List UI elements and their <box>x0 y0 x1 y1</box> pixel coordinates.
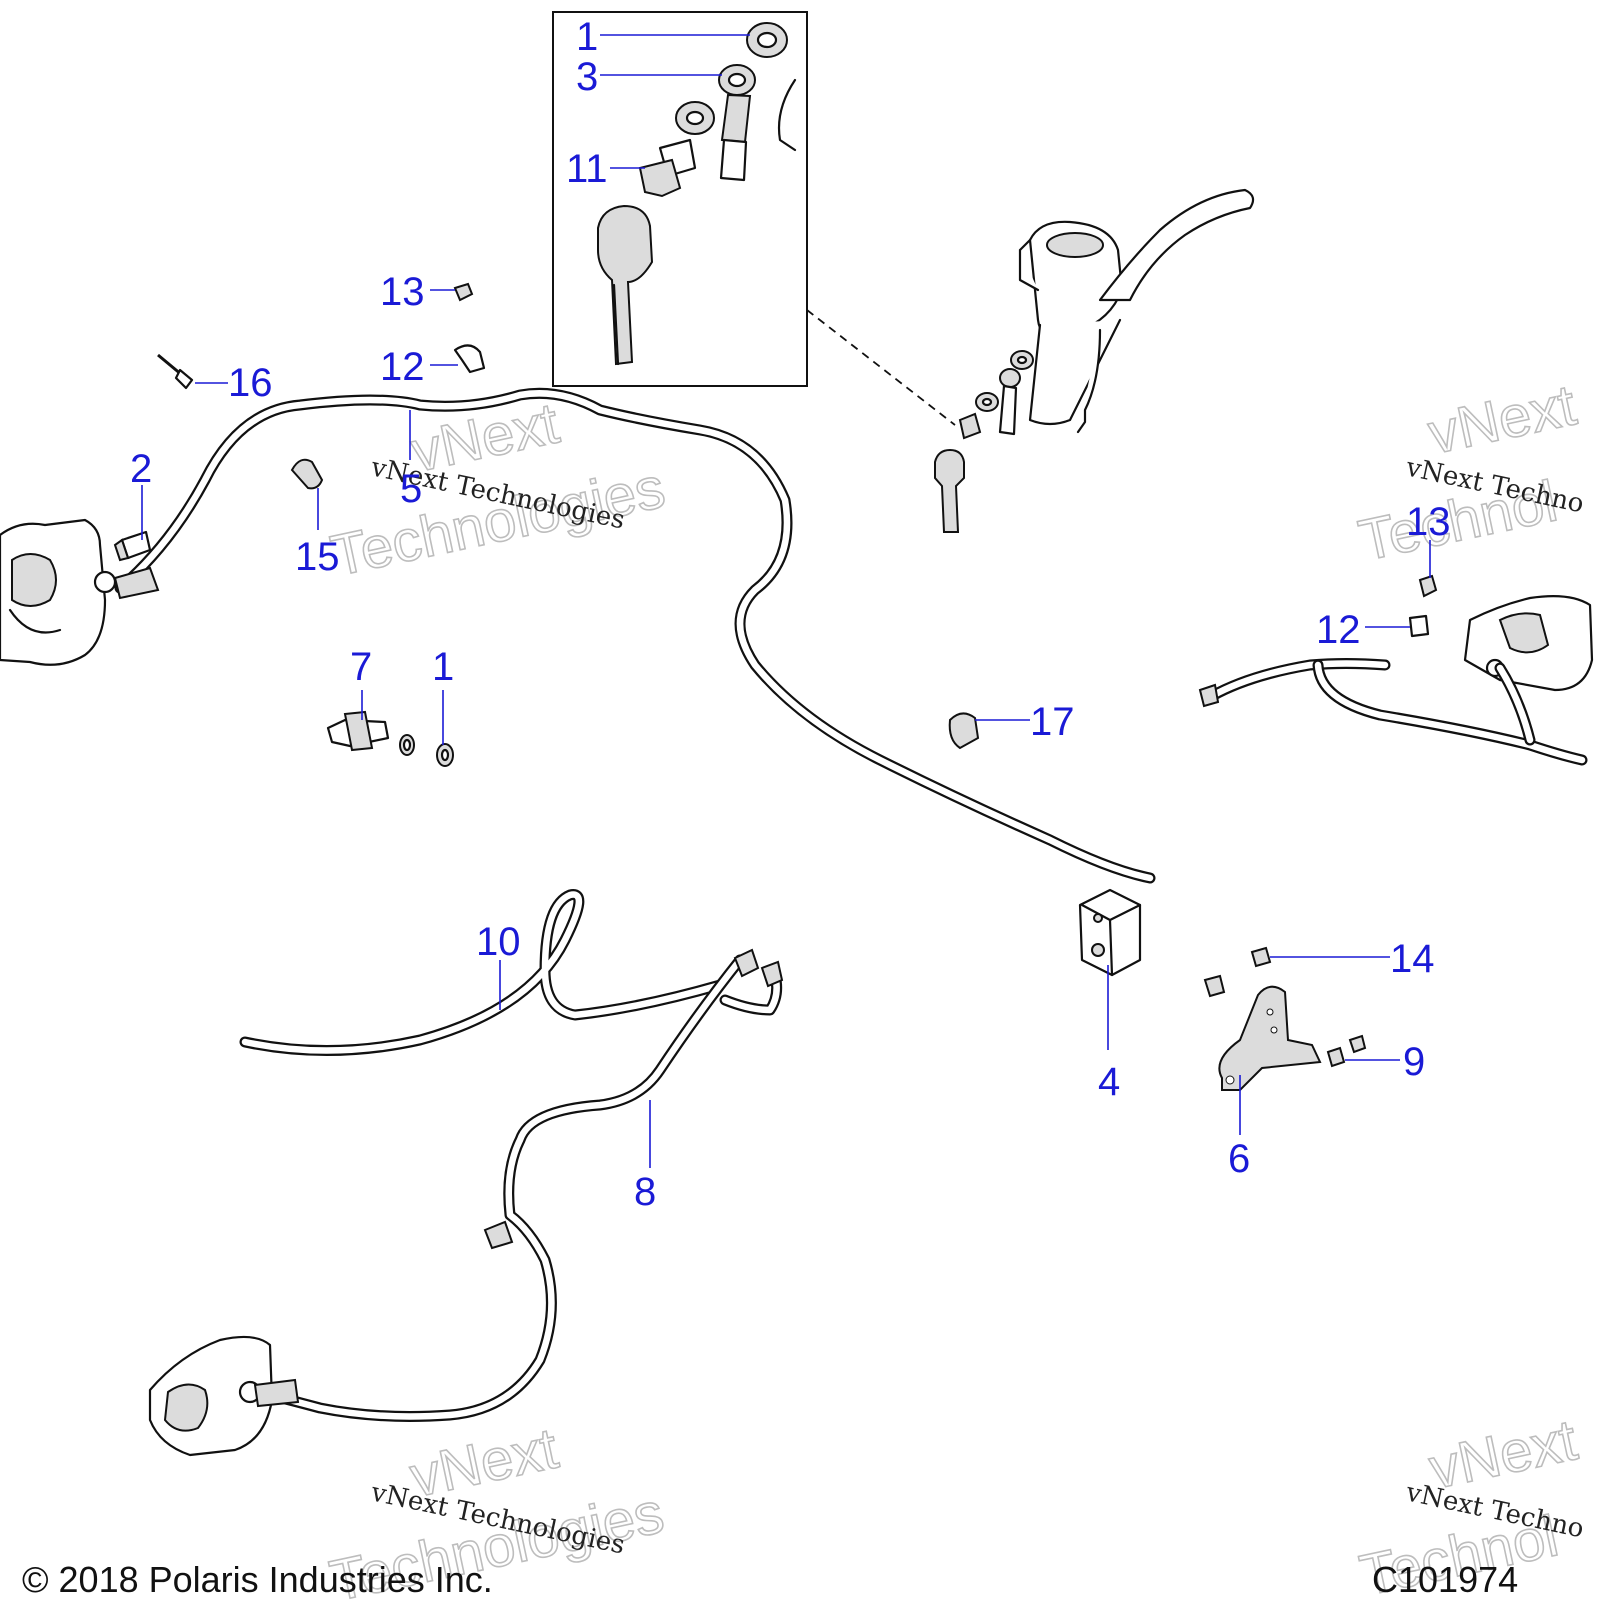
inset-banjo-fitting <box>718 64 756 182</box>
callout-12-right: 12 <box>1316 608 1361 652</box>
detail-inset <box>552 11 808 387</box>
left-caliper-lower <box>148 1335 300 1457</box>
bolt-9-a <box>1348 1034 1367 1054</box>
callout-10: 10 <box>476 920 521 964</box>
clamp-12-top <box>453 344 486 374</box>
banjo-bolt-2 <box>113 530 152 562</box>
vent-line-10 <box>239 889 726 1056</box>
figure-id: C101974 <box>1372 1559 1518 1600</box>
rear-brake-line-8 <box>264 948 784 1422</box>
right-brake-line <box>1198 658 1588 766</box>
callout-11: 11 <box>566 147 608 191</box>
callout-3: 3 <box>576 55 598 99</box>
bar-curve <box>777 78 797 152</box>
washer-small-a <box>399 734 415 756</box>
bracket-6 <box>1218 985 1322 1091</box>
callout-2: 2 <box>130 447 152 491</box>
callout-12-top: 12 <box>380 345 425 389</box>
right-caliper <box>1463 595 1594 692</box>
inset-washer-lower <box>675 101 715 135</box>
watermark-outline-right-line1: vNext <box>1423 372 1582 466</box>
clamp-15 <box>290 458 324 490</box>
bolt-14-a <box>1250 946 1272 968</box>
pin-16 <box>157 353 194 390</box>
bolt-9-b <box>1326 1046 1346 1068</box>
reference-dashed-line <box>806 309 956 426</box>
callout-16: 16 <box>228 361 273 405</box>
callout-17: 17 <box>1030 700 1075 744</box>
screw-13-right <box>1418 574 1438 598</box>
callout-4: 4 <box>1098 1060 1120 1104</box>
screw-13-top <box>453 282 474 302</box>
master-cylinder-assembly <box>777 78 1255 434</box>
callout-5: 5 <box>400 467 422 511</box>
inset-washer-top <box>746 22 788 58</box>
spacer-12-right <box>1408 614 1430 638</box>
callout-1-mid: 1 <box>432 645 454 689</box>
clamp-17 <box>948 712 980 750</box>
copyright-text: © 2018 Polaris Industries Inc. <box>22 1559 493 1600</box>
master-fittings <box>934 350 1034 533</box>
callout-1-top: 1 <box>576 15 598 59</box>
callout-13-right: 13 <box>1406 500 1451 544</box>
callout-8: 8 <box>634 1170 656 1214</box>
callout-13-top: 13 <box>380 270 425 314</box>
inset-hose-end <box>597 204 654 366</box>
inset-frame <box>552 11 808 387</box>
bleeder-7 <box>326 710 390 752</box>
junction-block-4 <box>1078 888 1142 977</box>
callout-14: 14 <box>1390 937 1435 981</box>
bolt-14-b <box>1203 974 1226 998</box>
washer-1 <box>436 743 454 767</box>
callout-7: 7 <box>350 645 372 689</box>
callout-15: 15 <box>295 535 340 579</box>
brake-line-5 <box>114 387 1156 884</box>
callout-9: 9 <box>1403 1040 1425 1084</box>
inset-banjo-bolt <box>638 138 697 198</box>
callout-6: 6 <box>1228 1137 1250 1181</box>
left-caliper-upper <box>0 518 160 666</box>
